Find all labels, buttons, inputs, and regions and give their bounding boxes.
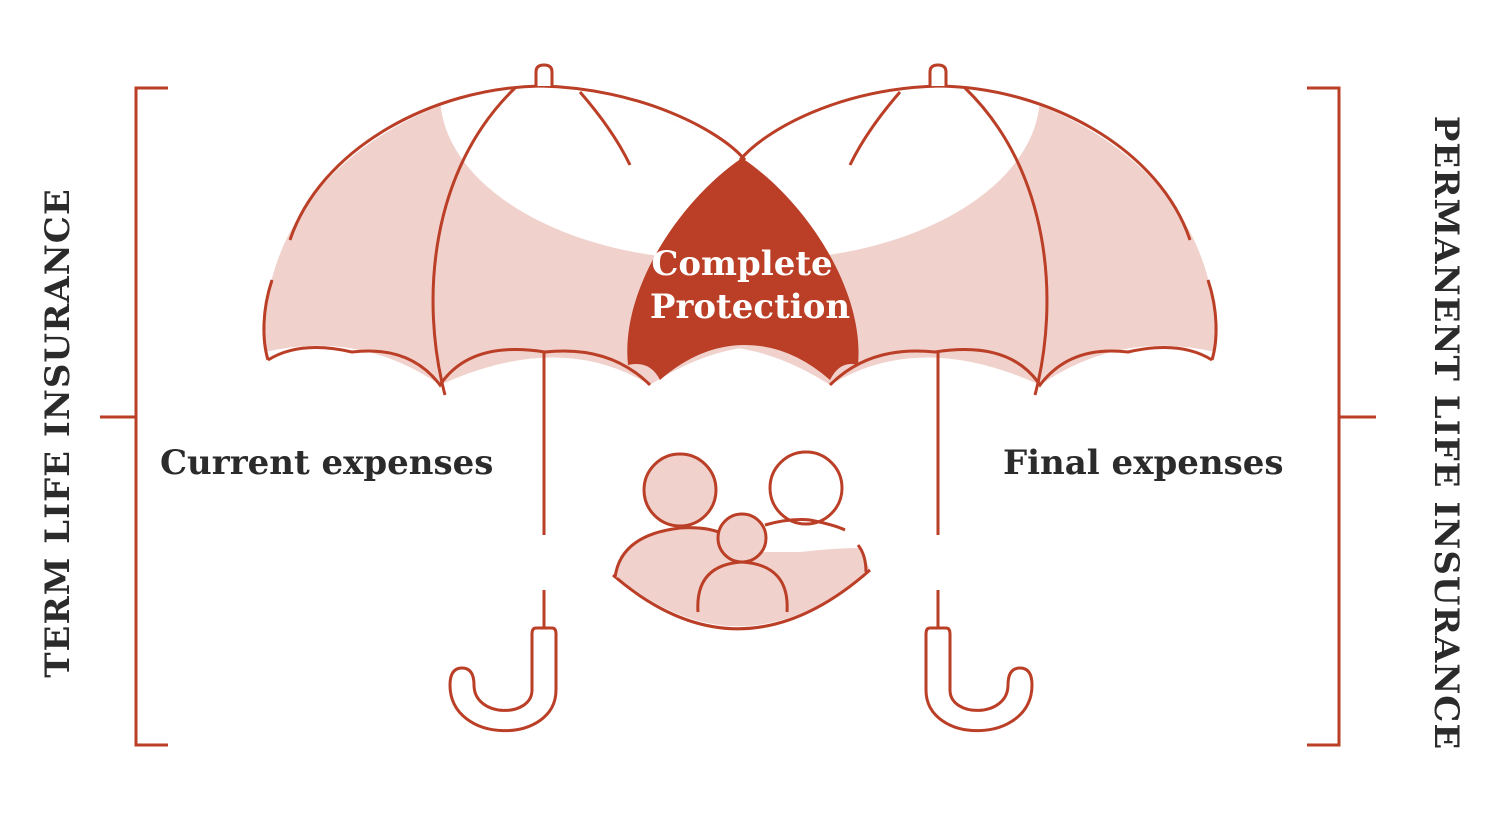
permanent-life-insurance-label: PERMANENT LIFE INSURANCE: [1426, 116, 1466, 751]
complete-label: Complete: [651, 244, 832, 284]
final-expenses-label: Final expenses: [1003, 443, 1284, 483]
right-bracket: [1307, 86, 1376, 747]
term-life-insurance-label: TERM LIFE INSURANCE: [38, 188, 78, 678]
left-bracket: [100, 86, 168, 747]
current-expenses-label: Current expenses: [160, 443, 493, 483]
complete-protection-overlap: [627, 158, 859, 380]
protection-label: Protection: [650, 287, 850, 327]
family-icon: [612, 450, 871, 631]
